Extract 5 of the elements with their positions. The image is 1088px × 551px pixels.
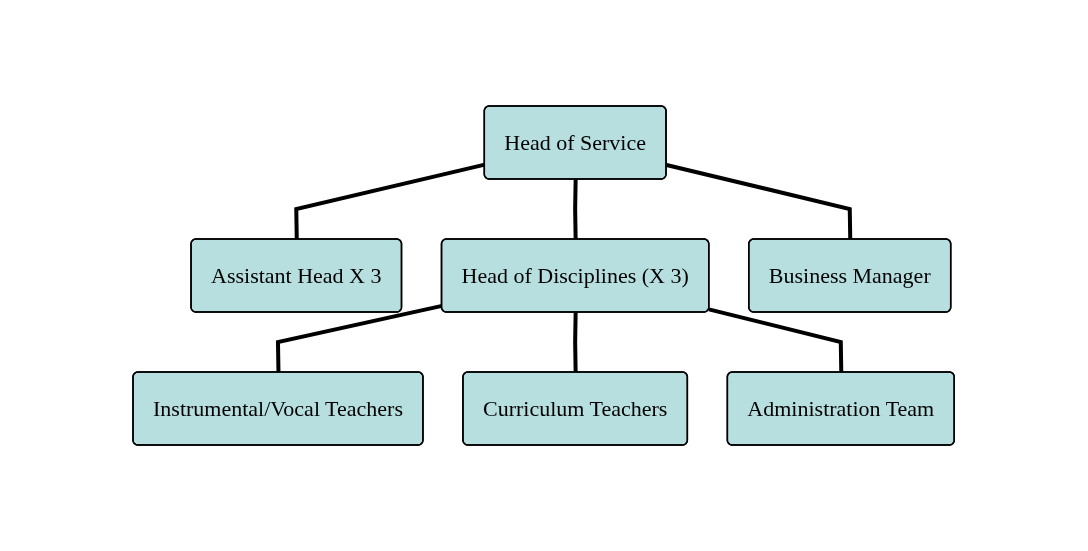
connector [708, 307, 844, 373]
connector [573, 179, 579, 240]
connector [276, 303, 443, 373]
connector [666, 163, 853, 240]
connector [573, 312, 579, 373]
